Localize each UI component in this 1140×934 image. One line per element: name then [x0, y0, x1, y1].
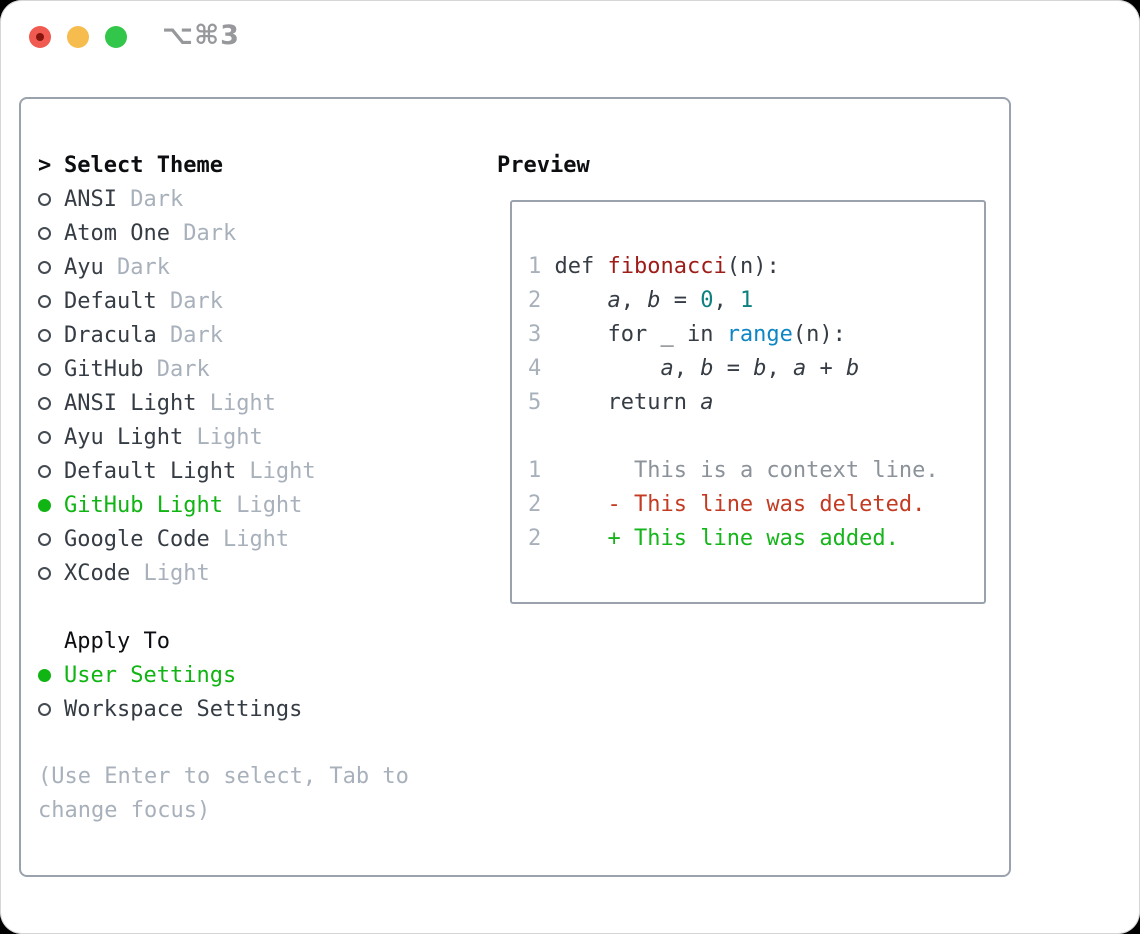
apply-option-workspace-settings[interactable]: Workspace Settings	[38, 692, 422, 726]
theme-option-xcode[interactable]: XCode Light	[38, 556, 422, 590]
option-label: Workspace Settings	[64, 696, 303, 722]
theme-option-github-light[interactable]: GitHub Light Light	[38, 488, 422, 522]
diff-line: 2 - This line was deleted.	[528, 492, 926, 517]
line-number: 2	[528, 526, 542, 551]
blank-line	[528, 420, 984, 454]
line-number: 2	[528, 288, 542, 313]
option-variant-label: Dark	[156, 288, 223, 314]
option-label: User Settings	[64, 662, 237, 688]
option-variant-label: Dark	[143, 356, 210, 382]
option-variant-label: Light	[222, 492, 303, 518]
theme-option-ansi-light[interactable]: ANSI Light Light	[38, 386, 422, 420]
option-label: Dracula	[64, 322, 157, 348]
titlebar: ⌥⌘3	[0, 0, 1140, 74]
theme-option-ayu[interactable]: Ayu Dark	[38, 250, 422, 284]
option-variant-label: Light	[183, 424, 263, 450]
line-number: 1	[528, 458, 542, 483]
radio-unselected-icon	[38, 532, 51, 546]
option-variant-label: Light	[196, 390, 276, 416]
option-variant-label: Dark	[169, 220, 237, 246]
line-number: 3	[528, 322, 542, 347]
code-line: 4 a, b = b, a + b	[528, 356, 860, 381]
window-title: ⌥⌘3	[162, 20, 240, 51]
radio-unselected-icon	[38, 192, 51, 206]
option-variant-label: Light	[130, 560, 210, 586]
option-variant-label: Dark	[103, 254, 170, 280]
option-variant-label: Dark	[116, 186, 184, 212]
preview-title: Preview	[497, 152, 590, 178]
spacer	[38, 590, 422, 624]
code-line: 2 a, b = 0, 1	[528, 288, 754, 313]
radio-selected-icon	[38, 668, 51, 682]
radio-unselected-icon	[38, 226, 51, 240]
line-number: 2	[528, 492, 542, 517]
option-label: XCode	[64, 560, 131, 586]
diff-line: 1 This is a context line.	[528, 458, 939, 483]
radio-unselected-icon	[38, 566, 51, 580]
option-label: GitHub Light	[64, 492, 223, 518]
radio-unselected-icon	[38, 328, 51, 342]
option-label: GitHub	[64, 356, 144, 382]
apply-to-header-label: Apply To	[64, 628, 170, 654]
theme-option-default-light[interactable]: Default Light Light	[38, 454, 422, 488]
apply-to-header: Apply To	[38, 624, 422, 658]
close-button-icon[interactable]	[29, 26, 51, 48]
apply-option-user-settings[interactable]: User Settings	[38, 658, 422, 692]
theme-option-ayu-light[interactable]: Ayu Light Light	[38, 420, 422, 454]
theme-option-default[interactable]: Default Dark	[38, 284, 422, 318]
line-number: 4	[528, 356, 542, 381]
code-line: 1 def fibonacci(n):	[528, 254, 780, 279]
option-label: Ayu Light	[64, 424, 184, 450]
option-label: Atom One	[64, 220, 170, 246]
radio-selected-icon	[38, 498, 51, 512]
theme-option-dracula[interactable]: Dracula Dark	[38, 318, 422, 352]
option-variant-label: Light	[209, 526, 290, 552]
spacer	[38, 726, 422, 760]
line-number: 1	[528, 254, 542, 279]
minimize-button-icon[interactable]	[67, 26, 89, 48]
option-variant-label: Dark	[156, 322, 223, 348]
theme-option-google-code[interactable]: Google Code Light	[38, 522, 422, 556]
radio-unselected-icon	[38, 464, 51, 478]
option-label: ANSI	[64, 186, 117, 212]
option-label: Ayu	[64, 254, 104, 280]
radio-unselected-icon	[38, 702, 51, 716]
cursor-marker: >	[38, 152, 52, 178]
option-label: Google Code	[64, 526, 210, 552]
option-label: Default	[64, 288, 157, 314]
preview-box: 1 def fibonacci(n): 2 a, b = 0, 1 3 for _ …	[510, 200, 986, 604]
radio-unselected-icon	[38, 260, 51, 274]
theme-option-atom-one[interactable]: Atom One Dark	[38, 216, 422, 250]
radio-unselected-icon	[38, 396, 51, 410]
theme-option-github[interactable]: GitHub Dark	[38, 352, 422, 386]
radio-unselected-icon	[38, 294, 51, 308]
radio-unselected-icon	[38, 362, 51, 376]
theme-option-ansi[interactable]: ANSI Dark	[38, 182, 422, 216]
option-label: ANSI Light	[64, 390, 197, 416]
diff-line: 2 + This line was added.	[528, 526, 899, 551]
radio-unselected-icon	[38, 430, 51, 444]
select-theme-header-label: Select Theme	[64, 152, 223, 178]
keyboard-hint: (Use Enter to select, Tab to change focu…	[38, 764, 409, 823]
option-label: Default Light	[64, 458, 237, 484]
zoom-button-icon[interactable]	[105, 26, 127, 48]
line-number: 5	[528, 390, 542, 415]
select-theme-header: > Select Theme	[38, 148, 422, 182]
code-line: 3 for _ in range(n):	[528, 322, 846, 347]
code-line: 5 return a	[528, 390, 714, 415]
option-variant-label: Light	[236, 458, 316, 484]
